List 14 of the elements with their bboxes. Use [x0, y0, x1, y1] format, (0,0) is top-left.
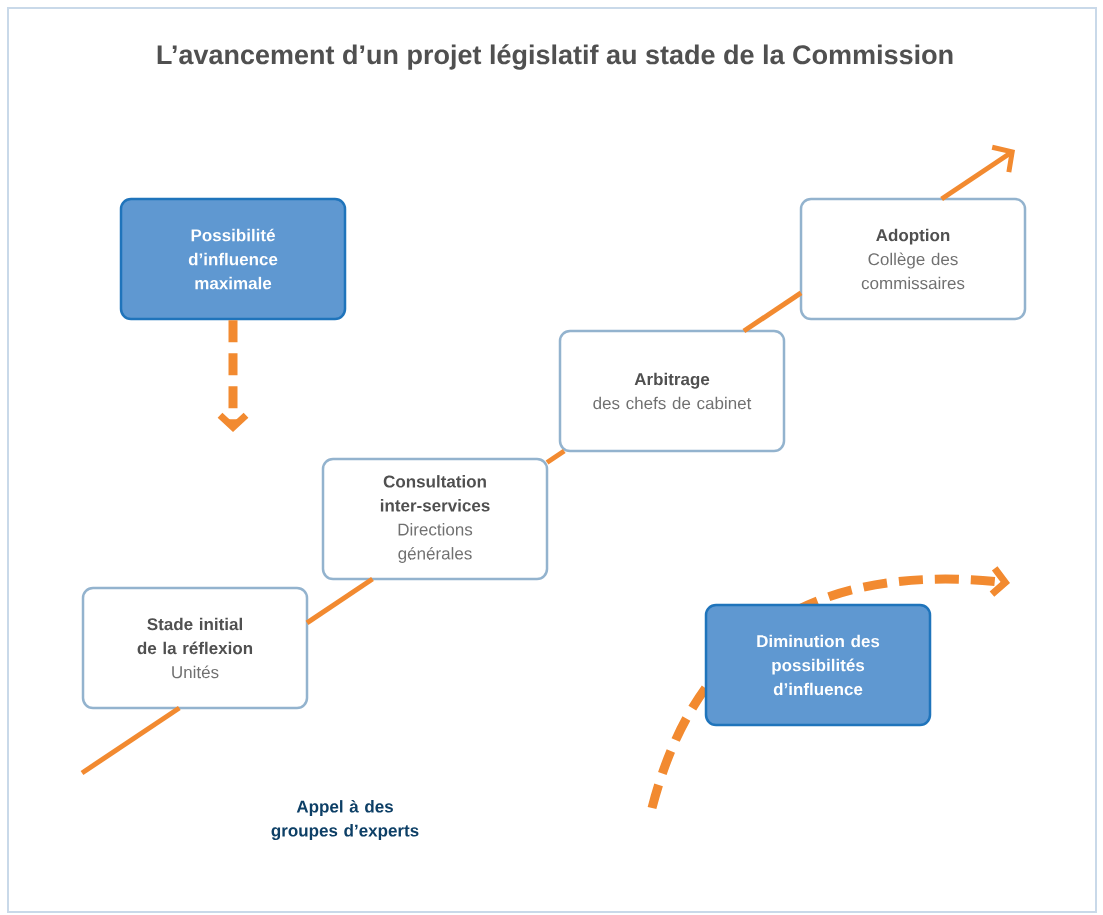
note-text: Appel à des groupes d’experts	[271, 799, 419, 841]
dashed-arrow	[217, 320, 249, 432]
connector-line	[545, 448, 566, 465]
connector-line	[742, 290, 803, 334]
stage-box: Stade initial de la réflexion Unités	[81, 586, 309, 710]
arrow	[940, 144, 1015, 202]
stage-box: Arbitrage des chefs de cabinet	[558, 329, 786, 453]
highlight-box: Possibilité d’influence maximale	[119, 197, 347, 321]
connector-line	[305, 576, 374, 625]
stage-box: Consultation inter-services Directions générales	[321, 457, 549, 581]
connector-line	[80, 705, 181, 776]
highlight-box: Diminution des possibilités d’influence	[704, 603, 932, 727]
stage-box: Adoption Collège des commissaires	[799, 197, 1027, 321]
title: L’avancement d’un projet législatif au stade de la Commission	[157, 44, 953, 70]
